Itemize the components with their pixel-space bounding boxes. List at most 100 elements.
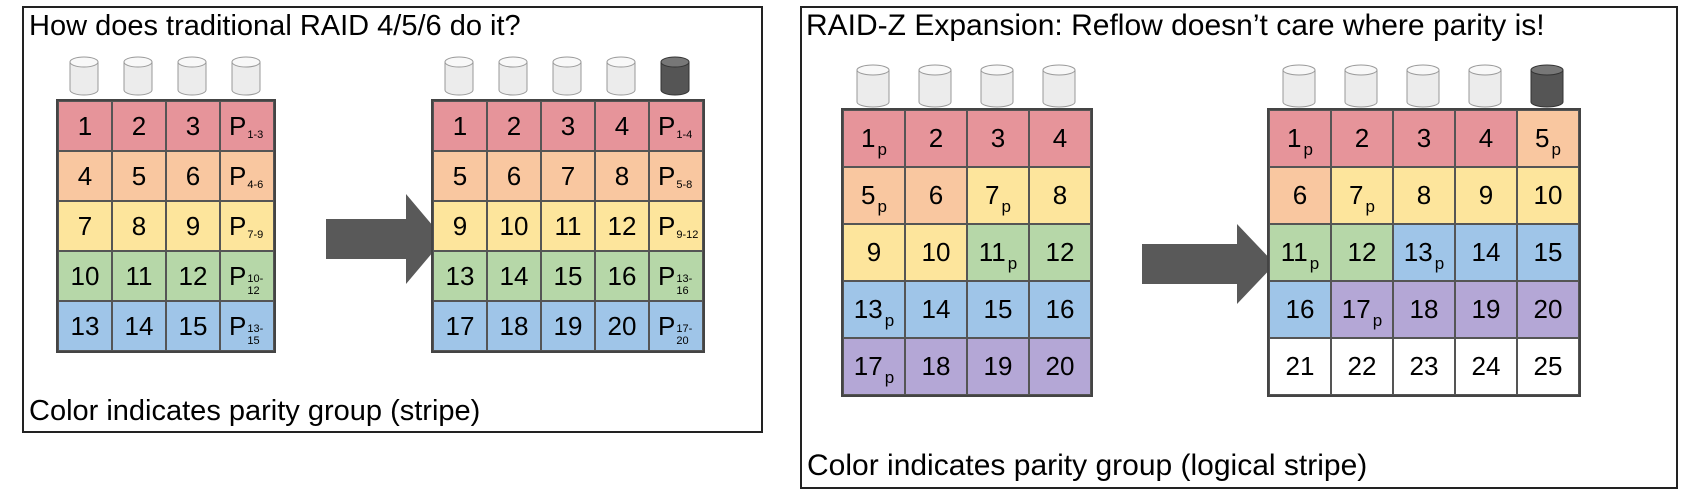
data-block-cell: 4 [58, 151, 112, 201]
block-label: 18 [499, 310, 529, 341]
block-label: 15 [1533, 237, 1563, 267]
parity-subscript: p [884, 310, 895, 330]
new-disk-icon [660, 56, 690, 96]
block-label: 20 [1045, 351, 1075, 381]
arrow-shape [1142, 224, 1275, 304]
data-block-cell: 4 [1455, 110, 1517, 167]
parity-subscript: p [1372, 310, 1383, 330]
block-label: 6 [506, 160, 522, 191]
parity-subscript: p [1551, 139, 1561, 159]
parity-subscript: p [1303, 139, 1313, 159]
disk-body [177, 62, 207, 96]
data-block-cell: 10 [487, 201, 541, 251]
block-label: 1 [77, 110, 93, 141]
disk-top [231, 56, 261, 68]
data-block-cell: 24 [1455, 338, 1517, 395]
block-label: 20 [1533, 294, 1563, 324]
block-label: 3 [1416, 123, 1432, 153]
data-block-cell: 13 [58, 301, 112, 351]
data-block-cell: 9 [166, 201, 220, 251]
data-block-cell: 2 [487, 101, 541, 151]
parity-subscript: p [877, 139, 887, 159]
disk-top [123, 56, 153, 68]
block-label: 5 [861, 180, 876, 210]
data-block-cell: 23 [1393, 338, 1455, 395]
block-label: 9 [185, 210, 201, 241]
panel-raidz-expansion: RAID-Z Expansion: Reflow doesn’t care wh… [800, 6, 1678, 489]
disk-top [606, 56, 636, 68]
data-block-cell: 3 [166, 101, 220, 151]
disk-top [1282, 64, 1316, 76]
disk-body [1282, 70, 1316, 108]
arrow-right-icon [1142, 224, 1275, 304]
data-block-cell: 3 [967, 110, 1029, 167]
data-block-cell: 5 [433, 151, 487, 201]
data-block-cell: 8 [1393, 167, 1455, 224]
data-block-cell: 6 [487, 151, 541, 201]
block-label: 3 [185, 110, 201, 141]
block-label: 10 [70, 260, 100, 291]
disk-body [1344, 70, 1378, 108]
block-label: 13 [70, 310, 100, 341]
data-block-cell: 15 [967, 281, 1029, 338]
parity-subscript: 1-3 [247, 129, 264, 141]
data-block-cell: 20 [595, 301, 649, 351]
disk-icon [606, 56, 636, 96]
disk-icon [1406, 64, 1440, 108]
block-label: 6 [185, 160, 201, 191]
disk-top [980, 64, 1014, 76]
disk-icon [1344, 64, 1378, 108]
disk-icon [918, 64, 952, 108]
block-label: 1 [861, 123, 876, 153]
block-label: 18 [1409, 294, 1439, 324]
panel-traditional-raid: How does traditional RAID 4/5/6 do it? 1… [22, 6, 763, 433]
data-block-cell: 9 [1455, 167, 1517, 224]
block-label: 14 [921, 294, 951, 324]
data-block-cell: 4 [595, 101, 649, 151]
data-block-cell: 18 [1393, 281, 1455, 338]
block-label: 23 [1409, 351, 1439, 381]
block-label: 1 [452, 110, 468, 141]
block-label: 4 [614, 110, 630, 141]
disk-body [980, 70, 1014, 108]
data-block-cell: 21 [1269, 338, 1331, 395]
parity-subscript: p [1309, 253, 1320, 273]
block-label: P [229, 110, 247, 141]
block-label: 8 [614, 160, 630, 191]
block-label: 6 [928, 180, 944, 210]
block-label: 13 [445, 260, 475, 291]
data-block-cell: 15 [166, 301, 220, 351]
block-label: 1 [1287, 123, 1302, 153]
block-label: 3 [560, 110, 576, 141]
block-label: 14 [499, 260, 529, 291]
block-label: 17 [853, 351, 883, 381]
data-block-cell: 6 [166, 151, 220, 201]
new-disk-icon [1530, 64, 1564, 108]
block-label: 7 [985, 180, 1000, 210]
parity-subscript: 10-12 [247, 273, 264, 297]
data-block-cell: 19 [541, 301, 595, 351]
parity-subscript: p [1007, 253, 1018, 273]
block-label: 19 [983, 351, 1013, 381]
block-label: P [229, 260, 247, 291]
disk-top [498, 56, 528, 68]
data-block-cell: 5 [112, 151, 166, 201]
block-label: 14 [1471, 237, 1501, 267]
disk-body [856, 70, 890, 108]
parity-subscript: 4-6 [247, 179, 264, 191]
block-label: 22 [1347, 351, 1377, 381]
data-block-cell: 25 [1517, 338, 1579, 395]
parity-subscript: p [884, 367, 895, 387]
block-label: 2 [131, 110, 147, 141]
